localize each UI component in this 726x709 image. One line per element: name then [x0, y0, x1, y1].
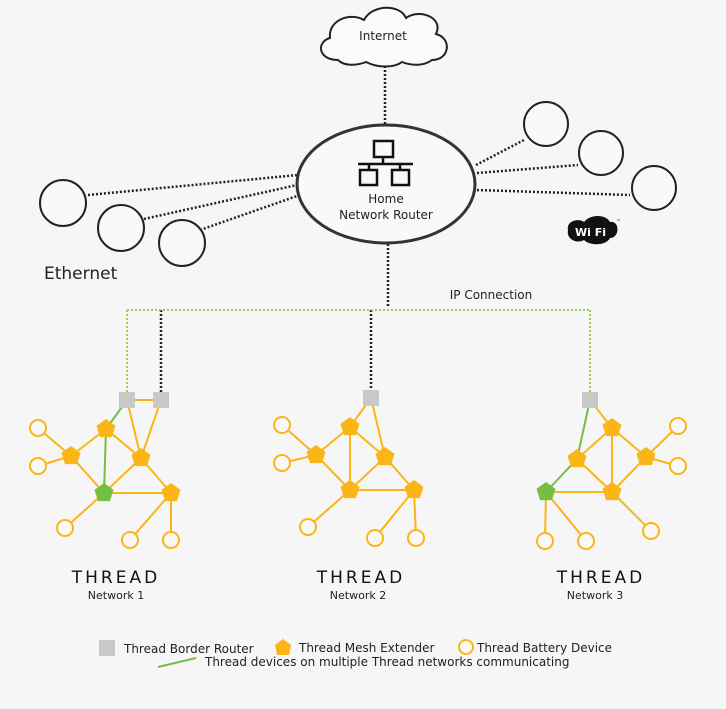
battery-device [366, 529, 384, 547]
mesh-extender [602, 418, 622, 437]
ethernet-devices [39, 179, 206, 267]
battery-device [29, 457, 47, 475]
battery-device [642, 522, 660, 540]
battery-device [273, 416, 291, 434]
mesh-link [129, 492, 172, 541]
ethernet-link-2 [143, 183, 298, 221]
internet-label: Internet [359, 29, 407, 43]
mesh-extender [340, 480, 360, 499]
legend-multi-network: Thread devices on multiple Thread networ… [204, 655, 569, 669]
border-router [363, 390, 379, 406]
wifi-devices [523, 101, 677, 211]
wired-links [87, 66, 631, 392]
mesh-link [374, 489, 415, 539]
network-router-icon [358, 139, 413, 187]
svg-text:™: ™ [616, 219, 621, 225]
multi-network-link [576, 399, 591, 460]
mesh-extender [636, 447, 656, 466]
wifi-logo-text: Wi Fi [575, 226, 606, 239]
mesh-extender [161, 483, 181, 502]
wifi-device [631, 165, 677, 211]
ethernet-device [97, 204, 145, 252]
mesh-extender [404, 480, 424, 499]
mesh-link [126, 399, 142, 459]
border-router [119, 392, 135, 408]
home-network-router: Home Network Router [295, 123, 477, 245]
mesh-extender [306, 445, 326, 464]
thread-network-1 [29, 392, 181, 549]
mesh-extender [131, 448, 151, 467]
battery-device [669, 457, 687, 475]
mesh-extender [602, 482, 622, 501]
thread-network-2 [273, 390, 425, 547]
wifi-device [578, 130, 624, 176]
battery-device [536, 532, 554, 550]
ethernet-label: Ethernet [44, 264, 118, 284]
wifi-logo-icon: Wi Fi ™ [567, 216, 621, 245]
battery-device [669, 417, 687, 435]
ip-connection-label: IP Connection [450, 288, 533, 302]
legend-border-router: Thread Border Router [123, 642, 254, 656]
mesh-extender [340, 417, 360, 436]
legend-mesh-extender: Thread Mesh Extender [298, 641, 435, 655]
border-router [153, 392, 169, 408]
mesh-extender [567, 449, 587, 468]
ethernet-link-1 [87, 173, 299, 197]
mesh-extender [375, 447, 395, 466]
battery-device [299, 518, 317, 536]
thread-networks [29, 390, 687, 550]
ip-connection-lines [126, 309, 591, 392]
multi-network-legend-icon [157, 657, 197, 668]
battery-device [162, 531, 180, 549]
wifi-link-3 [476, 188, 631, 197]
network-3-caption: THREAD Network 3 [556, 568, 645, 602]
mesh-link [370, 397, 386, 458]
thread-logo: THREAD [556, 568, 645, 588]
network-label: Network 3 [567, 589, 623, 602]
ethernet-link-3 [199, 194, 298, 232]
legend: Thread Border Router Thread Mesh Extende… [99, 639, 612, 669]
legend-battery-device: Thread Battery Device [476, 641, 612, 655]
thread-logo: THREAD [71, 568, 160, 588]
network-1-caption: THREAD Network 1 [71, 568, 160, 602]
wifi-device [523, 101, 569, 147]
battery-device-legend-icon [458, 639, 474, 655]
wifi-link-2 [476, 163, 579, 175]
mesh-link [611, 491, 652, 532]
battery-device [29, 419, 47, 437]
multi-network-link [103, 428, 107, 494]
mesh-extender-legend-icon [275, 639, 291, 655]
router-label-line2: Network Router [339, 208, 433, 222]
mesh-extender [61, 446, 81, 465]
mesh-link [140, 399, 162, 459]
thread-logo: THREAD [316, 568, 405, 588]
network-label: Network 1 [88, 589, 144, 602]
battery-device [56, 519, 74, 537]
mesh-extender [96, 419, 116, 438]
multi-network-device [536, 482, 556, 501]
multi-network-device [94, 483, 114, 502]
battery-device [273, 454, 291, 472]
border-router-legend-icon [99, 640, 115, 656]
mesh-link [545, 491, 587, 542]
thread-network-3 [536, 392, 687, 550]
border-router [582, 392, 598, 408]
internet-cloud: Internet [320, 6, 448, 68]
battery-device [577, 532, 595, 550]
network-2-caption: THREAD Network 2 [316, 568, 405, 602]
ethernet-device [158, 219, 206, 267]
router-label-line1: Home [368, 192, 403, 206]
battery-device [121, 531, 139, 549]
ethernet-device [39, 179, 87, 227]
battery-device [407, 529, 425, 547]
network-label: Network 2 [330, 589, 386, 602]
wifi-link-1 [475, 138, 525, 167]
mesh-link [307, 489, 351, 528]
